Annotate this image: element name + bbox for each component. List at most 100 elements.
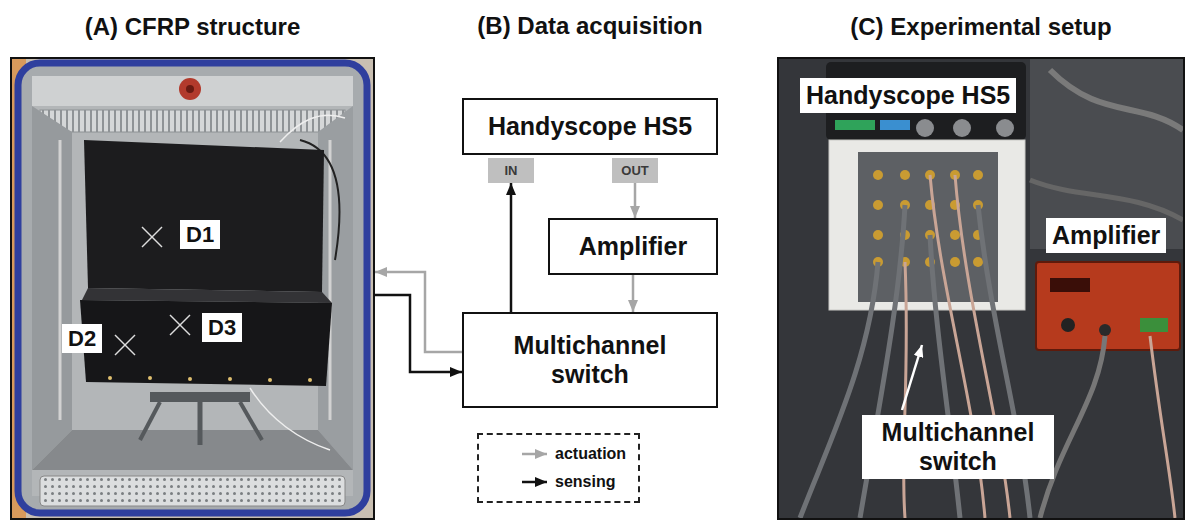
climate-chamber-photo — [308, 378, 312, 382]
lab-setup-photo — [800, 262, 878, 518]
lab-setup-photo — [973, 170, 983, 180]
climate-chamber-photo — [170, 315, 190, 335]
panel-title: (A) CFRP structure — [12, 13, 373, 41]
lab-setup-photo — [996, 119, 1014, 137]
port-tab: OUT — [612, 158, 658, 183]
lab-setup-photo — [880, 120, 910, 130]
box-label: Handyscope HS5 — [488, 112, 692, 141]
climate-chamber-photo — [32, 76, 353, 496]
climate-chamber-photo — [228, 377, 232, 381]
climate-chamber-photo — [148, 376, 152, 380]
damage-label: D3 — [208, 315, 236, 340]
port-tab: IN — [488, 158, 534, 183]
climate-chamber-photo — [40, 476, 345, 506]
damage-tag: D1 — [180, 220, 220, 249]
damage-label: D1 — [186, 222, 214, 247]
climate-chamber-photo — [32, 76, 353, 106]
photo-label: Amplifier — [1052, 221, 1160, 250]
lab-setup-photo — [1140, 318, 1168, 332]
climate-chamber-photo — [84, 140, 324, 292]
climate-chamber-photo — [108, 376, 112, 380]
climate-chamber-photo — [12, 59, 373, 518]
lab-setup-photo — [1150, 336, 1175, 518]
lab-setup-photo — [916, 119, 934, 137]
lab-setup-photo — [873, 170, 983, 267]
lab-setup-photo — [858, 152, 998, 302]
lab-setup-photo — [779, 59, 1183, 518]
climate-chamber-photo — [59, 140, 62, 420]
lab-setup-photo — [900, 170, 910, 180]
photo-label-box: Amplifier — [1046, 218, 1166, 253]
climate-chamber-photo — [32, 430, 353, 470]
lab-setup-photo — [1061, 318, 1075, 332]
device-box: Handyscope HS5 — [462, 98, 718, 155]
actuation-arrow — [632, 275, 635, 312]
climate-chamber-photo — [142, 227, 162, 247]
lab-setup-photo — [873, 170, 883, 180]
lab-setup-photo — [779, 59, 1183, 518]
lab-setup-photo — [902, 345, 922, 410]
legend-label: actuation — [555, 445, 626, 463]
climate-chamber-photo — [18, 63, 367, 513]
legend-line-sample — [522, 481, 547, 484]
climate-chamber-photo — [32, 106, 72, 470]
photo-label-box: Handyscope HS5 — [800, 78, 1016, 113]
panel-title: (B) Data acquisition — [477, 12, 702, 40]
lab-setup-photo — [953, 119, 971, 137]
lab-setup-photo — [873, 200, 883, 210]
lab-setup-photo — [1050, 70, 1183, 130]
panel-title: (C) Experimental setup — [779, 13, 1183, 41]
damage-tag: D3 — [202, 313, 242, 342]
damage-label: D2 — [68, 326, 96, 351]
climate-chamber-photo — [240, 402, 262, 440]
climate-chamber-photo — [280, 115, 345, 142]
climate-chamber-photo — [179, 78, 201, 100]
climate-chamber-photo — [12, 59, 373, 518]
photo-panel: (C) Experimental setupHandyscope HS5Ampl… — [777, 57, 1185, 520]
photo-panel: (A) CFRP structureD1D2D3 — [10, 57, 375, 520]
lab-setup-photo — [1036, 262, 1180, 350]
legend-box: actuation sensing — [477, 433, 640, 503]
lab-setup-photo — [829, 140, 1025, 310]
actuation-arrow — [634, 183, 637, 218]
photo-label: Handyscope HS5 — [806, 81, 1010, 110]
port-label: IN — [505, 163, 518, 178]
box-label: Amplifier — [579, 232, 687, 261]
climate-chamber-photo — [115, 227, 190, 355]
lab-setup-photo — [1050, 278, 1090, 292]
legend-label: sensing — [555, 473, 615, 491]
legend-line-sample — [521, 448, 549, 460]
lab-setup-photo — [835, 120, 875, 130]
lab-setup-photo — [950, 230, 960, 240]
lab-setup-photo — [973, 257, 983, 267]
lab-setup-photo — [1099, 324, 1111, 336]
lab-setup-photo — [950, 257, 960, 267]
legend-row: actuation — [521, 445, 626, 463]
climate-chamber-photo — [250, 388, 330, 450]
lab-setup-photo — [873, 230, 883, 240]
climate-chamber-photo — [142, 227, 162, 247]
climate-chamber-photo — [40, 110, 345, 132]
climate-chamber-photo — [198, 402, 203, 445]
climate-chamber-photo — [268, 378, 272, 382]
port-label: OUT — [621, 163, 648, 178]
climate-chamber-photo — [115, 335, 135, 355]
legend-row: sensing — [521, 473, 626, 491]
lab-setup-photo — [1030, 180, 1183, 220]
photo-label-box: Multichannel switch — [862, 415, 1054, 479]
photo-label: Multichannel switch — [868, 418, 1048, 476]
climate-chamber-photo — [115, 335, 135, 355]
climate-chamber-photo — [329, 140, 332, 420]
device-box: Amplifier — [548, 218, 718, 275]
actuation-arrow — [375, 272, 462, 352]
legend-line-sample — [521, 476, 549, 488]
device-box: Multichannel switch — [462, 312, 718, 408]
climate-chamber-photo — [108, 376, 312, 382]
climate-chamber-photo — [150, 392, 250, 402]
sensing-arrow — [375, 295, 462, 372]
sensing-arrow — [510, 183, 513, 312]
damage-tag: D2 — [62, 324, 102, 353]
legend-line-sample — [522, 453, 547, 456]
climate-chamber-photo — [140, 402, 160, 440]
